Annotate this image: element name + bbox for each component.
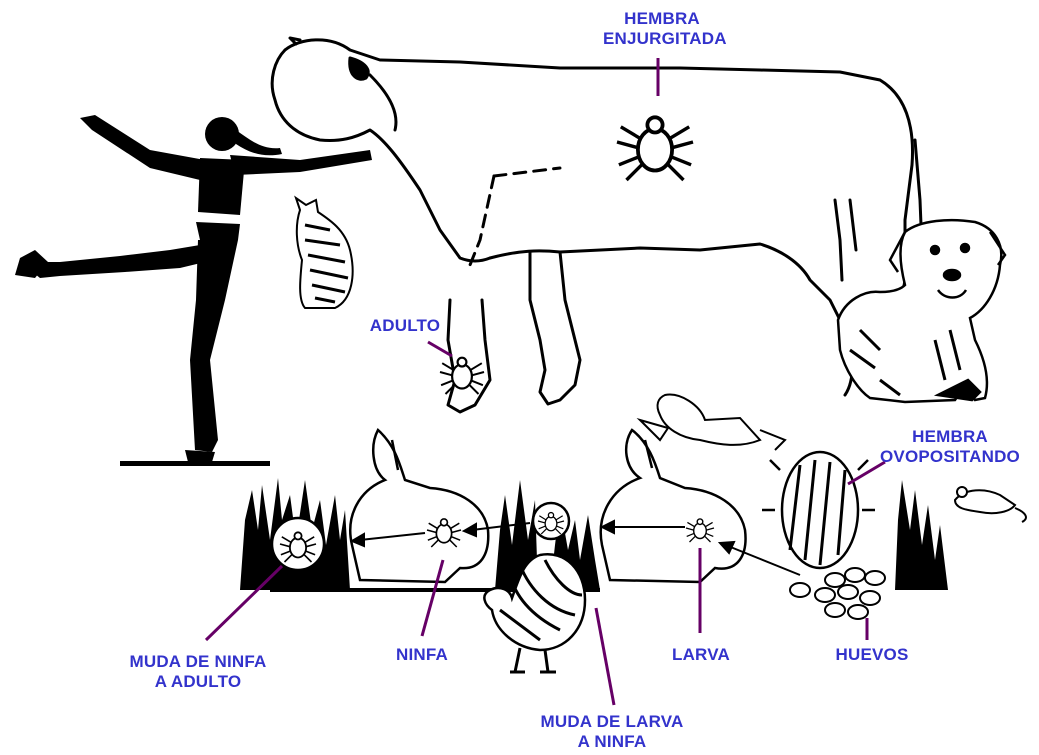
label-ninfa: NINFA xyxy=(386,645,458,665)
tick-icon xyxy=(272,518,324,570)
label-line: OVOPOSITANDO xyxy=(880,447,1020,467)
label-huevos: HUEVOS xyxy=(826,645,918,665)
egg-icon xyxy=(790,568,885,619)
label-line: MUDA DE NINFA xyxy=(108,652,288,672)
tick-icon xyxy=(440,358,484,394)
label-line: ENJURGITADA xyxy=(603,29,721,49)
cow-icon xyxy=(272,38,922,412)
rabbit-icon xyxy=(350,430,488,582)
label-line: A ADULTO xyxy=(108,672,288,692)
label-line: MUDA DE LARVA xyxy=(532,712,692,732)
tick-icon xyxy=(617,117,693,180)
label-muda-ninfa-adulto: MUDA DE NINFA A ADULTO xyxy=(108,652,288,692)
mouse-icon xyxy=(955,487,1026,522)
cat-icon xyxy=(296,198,353,308)
bird-icon xyxy=(640,395,785,450)
label-line: A NINFA xyxy=(532,732,692,752)
label-muda-larva-ninfa: MUDA DE LARVA A NINFA xyxy=(532,712,692,752)
label-hembra-ovopositando: HEMBRA OVOPOSITANDO xyxy=(880,427,1020,467)
tick-icon xyxy=(533,503,569,539)
egg-laying-female-tick-icon xyxy=(762,452,875,568)
rabbit-icon xyxy=(601,430,746,582)
label-line: HEMBRA xyxy=(880,427,1020,447)
label-larva: LARVA xyxy=(662,645,740,665)
dog-icon xyxy=(838,220,1005,402)
ground-line xyxy=(120,461,270,466)
label-line: HEMBRA xyxy=(603,9,721,29)
label-hembra-enjurgitada: HEMBRA ENJURGITADA xyxy=(603,9,721,49)
label-adulto: ADULTO xyxy=(362,316,448,336)
